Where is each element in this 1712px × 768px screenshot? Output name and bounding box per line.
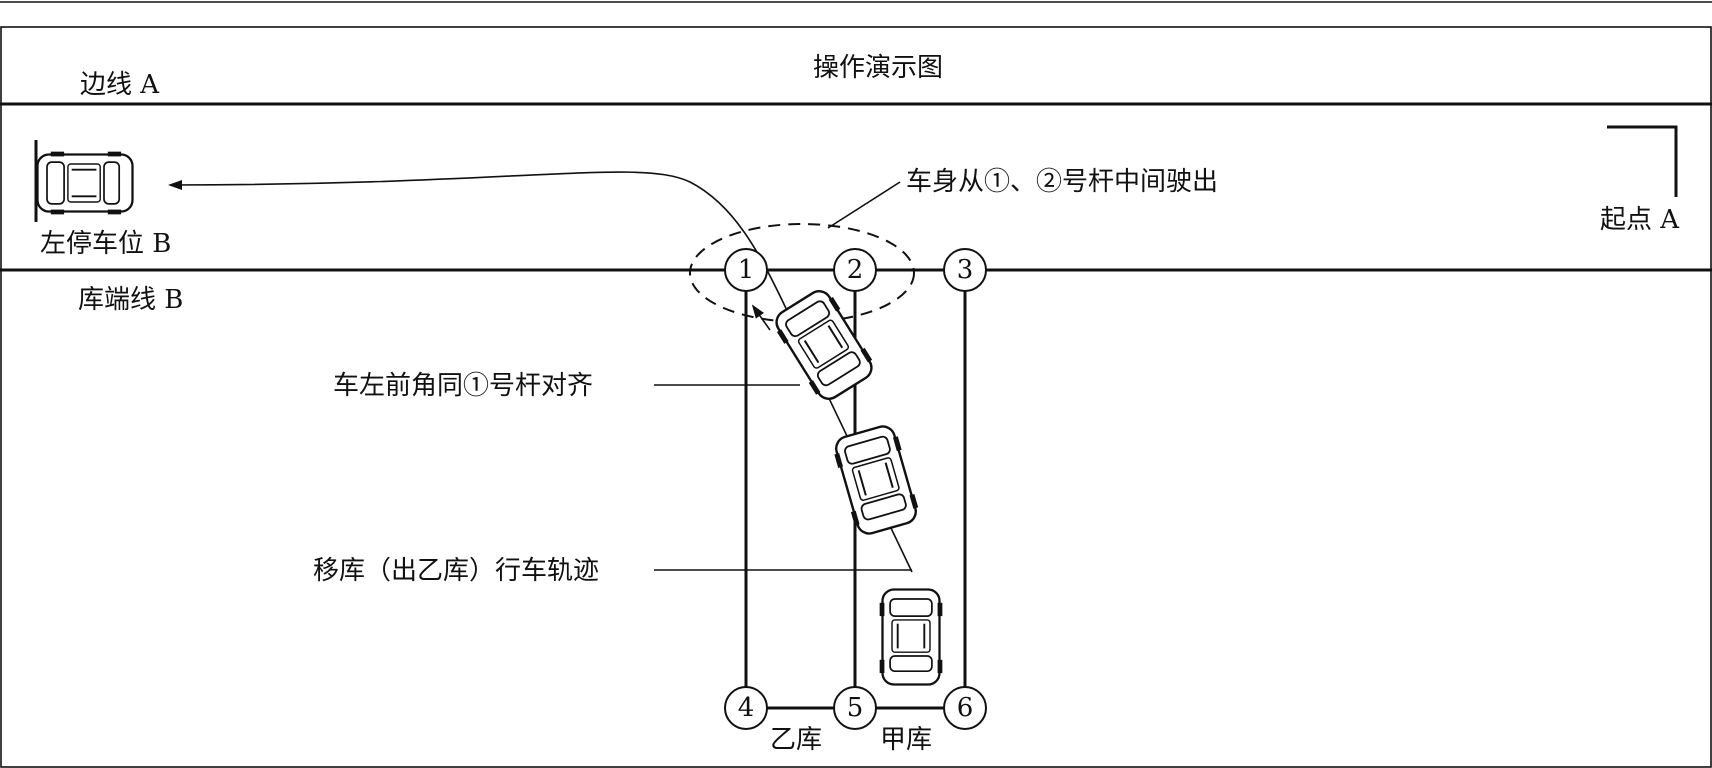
side-line-a-label: 边线 A [80, 70, 160, 100]
pole-2: 2 [833, 248, 877, 292]
svg-text:2: 2 [847, 255, 864, 285]
car-position-middle [829, 421, 923, 539]
exit-note: 车身从①、②号杆中间驶出 [906, 167, 1218, 197]
trajectory-note: 移库（出乙库）行车轨迹 [313, 556, 599, 586]
svg-text:3: 3 [957, 255, 974, 285]
svg-text:1: 1 [738, 255, 755, 285]
car-position-exit [768, 283, 880, 407]
car-topview-icon [36, 150, 134, 216]
left-parking-spot-b-label: 左停车位 B [40, 229, 171, 259]
pole-3: 3 [943, 248, 987, 292]
garage-end-line-b-label: 库端线 B [78, 285, 183, 315]
svg-text:5: 5 [847, 693, 864, 723]
trajectory-path [168, 171, 913, 573]
pole-5: 5 [833, 686, 877, 730]
diagram-title: 操作演示图 [813, 53, 943, 83]
svg-text:4: 4 [738, 693, 755, 723]
pole-4: 4 [724, 686, 768, 730]
arrow-left-icon [751, 304, 771, 331]
svg-text:6: 6 [957, 693, 974, 723]
car-position-start [878, 588, 944, 686]
exit-note-leader [827, 181, 901, 229]
pole-1: 1 [724, 248, 768, 292]
left-parking-spot-b [34, 140, 134, 222]
start-point-a-label: 起点 A [1600, 205, 1680, 235]
garage-jia-label: 甲库 [880, 725, 932, 755]
align-note: 车左前角同①号杆对齐 [333, 371, 593, 401]
pole-6: 6 [943, 686, 987, 730]
garage-yi-label: 乙库 [770, 725, 822, 755]
start-point-a-marker [1607, 125, 1678, 197]
